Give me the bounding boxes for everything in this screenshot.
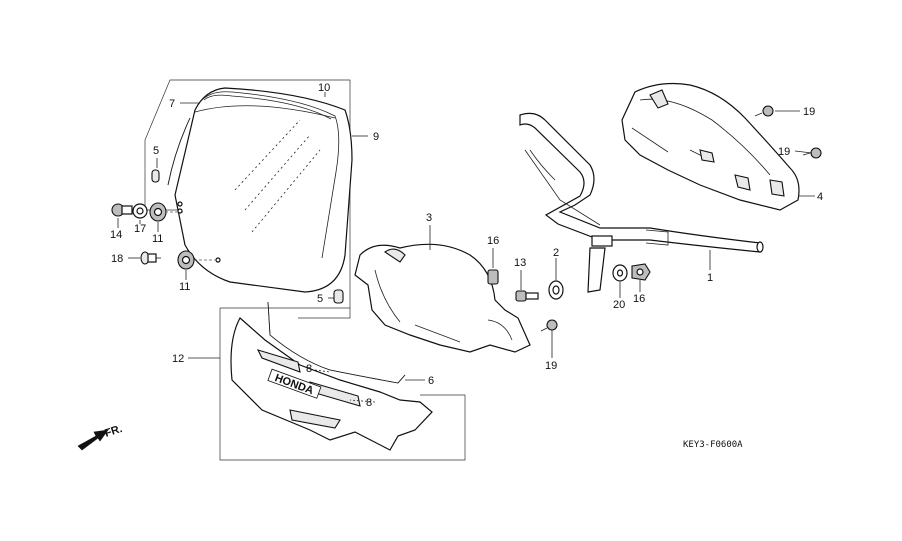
fasteners-upper (111, 201, 185, 222)
label-7: 7 (169, 98, 175, 110)
grommet-11-lower (177, 250, 221, 270)
front-direction-label: FR. (103, 423, 124, 440)
label-1: 1 (707, 272, 713, 284)
windscreen (174, 87, 353, 293)
lower-cover: HONDA (230, 317, 433, 451)
label-5-upper: 5 (153, 145, 159, 157)
screw-18 (140, 251, 161, 265)
label-12: 12 (172, 353, 184, 365)
washer-20 (612, 264, 628, 282)
label-10: 10 (318, 82, 330, 94)
label-13: 13 (514, 257, 526, 269)
label-19-middle: 19 (778, 146, 790, 158)
front-cover (354, 243, 531, 353)
label-4: 4 (817, 191, 823, 203)
rear-handle-cover (621, 82, 800, 211)
nut-16-right (631, 263, 651, 281)
screw-19-upper (754, 105, 774, 117)
label-17: 17 (134, 223, 146, 235)
clip-lower (333, 289, 344, 304)
label-3: 3 (426, 212, 432, 224)
label-14: 14 (110, 229, 122, 241)
label-16-upper: 16 (487, 235, 499, 247)
label-20: 20 (613, 299, 625, 311)
label-11-upper: 11 (152, 233, 163, 245)
nut-16-upper (487, 269, 499, 285)
diagram-code: KEY3-F0600A (683, 440, 743, 450)
bolt-13 (515, 290, 539, 302)
label-18: 18 (111, 253, 123, 265)
leader-lines (117, 92, 815, 403)
front-direction-arrow: FR. (77, 423, 124, 451)
label-19-upper: 19 (803, 106, 815, 118)
windscreen-trim (199, 91, 340, 259)
label-8-upper: 8 (306, 363, 312, 375)
label-8-lower: 8 (366, 397, 372, 409)
label-16-right: 16 (633, 293, 645, 305)
label-6: 6 (428, 375, 434, 387)
label-19-lower: 19 (545, 360, 557, 372)
handlebar (519, 112, 764, 293)
collar-2 (548, 280, 564, 300)
label-2: 2 (553, 247, 559, 259)
screw-19-lower (540, 319, 558, 332)
clip-upper (151, 169, 160, 183)
lower-cover-frame (219, 307, 466, 461)
label-5-lower: 5 (317, 293, 323, 305)
label-9: 9 (373, 131, 379, 143)
screw-19-middle (802, 147, 822, 159)
label-11-lower: 11 (179, 281, 190, 293)
